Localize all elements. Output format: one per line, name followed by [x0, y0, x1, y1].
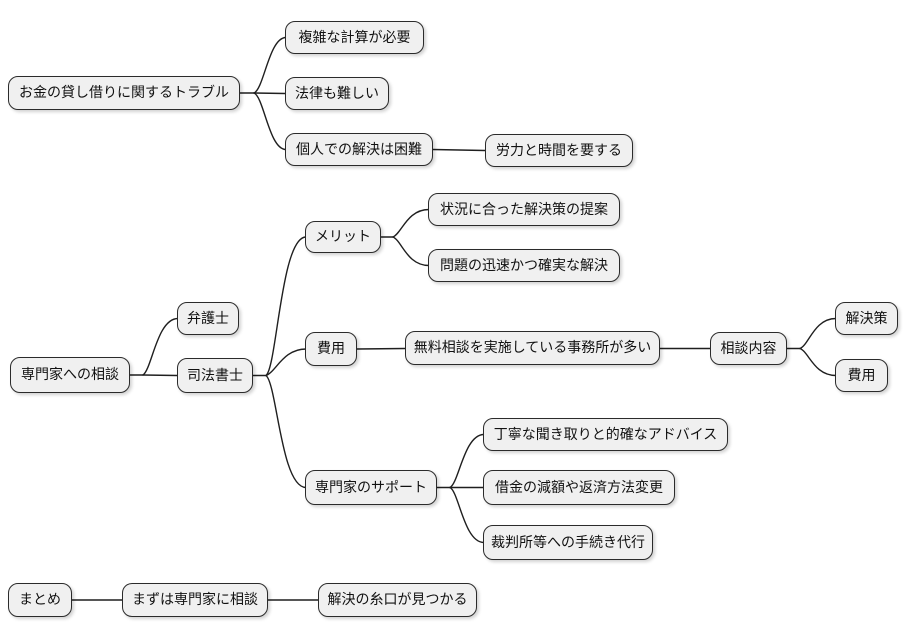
node-shihou-label: 司法書士: [187, 367, 243, 384]
node-kojin-label: 個人での解決は困難: [296, 141, 422, 158]
node-muryou: 無料相談を実施している事務所が多い: [405, 331, 660, 365]
node-soudan-label: 専門家への相談: [21, 367, 119, 383]
node-hiyou: 費用: [305, 332, 357, 366]
node-fukuzatsu: 複雑な計算が必要: [285, 21, 424, 54]
edge-support-saiban: [449, 486, 485, 544]
edge-kojin-rouryoku: [432, 148, 486, 152]
node-trouble-label: お金の貸し借りに関するトラブル: [19, 85, 229, 101]
node-teinei-label: 丁寧な聞き取りと的確なアドバイス: [493, 426, 718, 443]
node-naiyou: 相談内容: [710, 332, 787, 365]
node-kojin: 個人での解決は困難: [285, 133, 433, 166]
edge-merit-joukyou: [392, 208, 430, 238]
node-teinei: 丁寧な聞き取りと的確なアドバイス: [483, 418, 728, 451]
edge-trouble-fukuzatsu: [253, 36, 287, 94]
node-houritsu: 法律も難しい: [285, 77, 389, 110]
node-matome: まとめ: [8, 583, 72, 617]
node-shihou: 司法書士: [177, 358, 253, 393]
edge-hiyou-muryou: [356, 347, 406, 350]
node-mondai: 問題の迅速かつ確実な解決: [428, 249, 620, 282]
node-itoguchi: 解決の糸口が見つかる: [318, 583, 477, 617]
node-kaiketsusaku-label: 解決策: [845, 310, 888, 327]
edge-shihou-merit: [265, 236, 307, 377]
edge-support-teinei: [449, 433, 485, 489]
edge-merit-mondai: [392, 236, 430, 267]
node-shakkin: 借金の減額や返済方法変更: [483, 470, 675, 505]
node-bengoshi-label: 弁護士: [187, 310, 229, 327]
node-merit-label: メリット: [315, 229, 371, 245]
node-hiyou-label: 費用: [317, 341, 345, 357]
node-mondai-label: 問題の迅速かつ確実な解決: [440, 257, 608, 274]
node-hiyou-right-label: 費用: [847, 367, 876, 384]
node-fukuzatsu-label: 複雑な計算が必要: [298, 29, 411, 46]
edge-shihou-hiyou: [265, 348, 307, 377]
node-bengoshi: 弁護士: [177, 302, 239, 335]
edge-naiyou-hiyou-right: [799, 347, 837, 377]
node-support-label: 専門家のサポート: [315, 479, 427, 496]
node-houritsu-label: 法律も難しい: [295, 85, 379, 102]
node-saiban-label: 裁判所等への手続き代行: [491, 534, 645, 551]
node-merit: メリット: [305, 221, 381, 253]
edge-trouble-houritsu: [253, 92, 286, 95]
node-muryou-label: 無料相談を実施している事務所が多い: [413, 340, 652, 356]
edge-trouble-kojin: [253, 92, 287, 151]
edge-naiyou-kaiketsusaku: [799, 317, 837, 350]
node-support: 専門家のサポート: [305, 470, 437, 505]
node-mazuha: まずは専門家に相談: [122, 583, 268, 617]
node-rouryoku: 労力と時間を要する: [485, 134, 633, 167]
edge-shihou-support: [265, 374, 307, 489]
node-saiban: 裁判所等への手続き代行: [483, 525, 653, 560]
node-rouryoku-label: 労力と時間を要する: [496, 142, 622, 159]
node-mazuha-label: まずは専門家に相談: [132, 592, 258, 608]
node-joukyou: 状況に合った解決策の提案: [428, 193, 620, 226]
node-itoguchi-label: 解決の糸口が見つかる: [327, 592, 468, 608]
edge-soudan-bengoshi: [142, 317, 179, 376]
node-hiyou-right: 費用: [835, 359, 888, 392]
node-kaiketsusaku: 解決策: [835, 302, 898, 335]
node-trouble: お金の貸し借りに関するトラブル: [8, 76, 240, 110]
node-shakkin-label: 借金の減額や返済方法変更: [495, 479, 663, 496]
edge-soudan-shihou: [142, 374, 178, 377]
node-matome-label: まとめ: [19, 592, 61, 608]
node-naiyou-label: 相談内容: [720, 340, 777, 357]
node-joukyou-label: 状況に合った解決策の提案: [440, 201, 608, 218]
node-soudan: 専門家への相談: [10, 357, 130, 393]
